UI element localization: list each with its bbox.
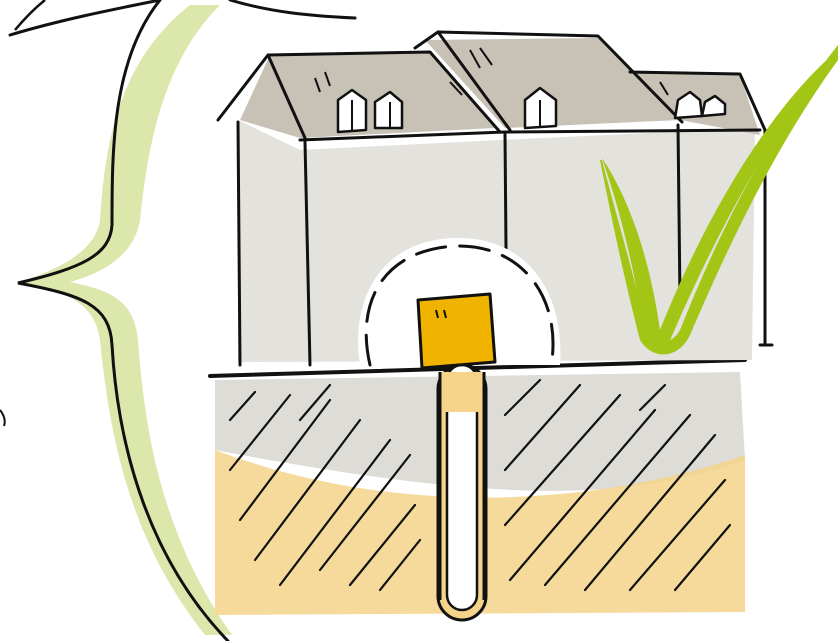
illustration-canvas xyxy=(0,0,838,641)
geothermal-illustration xyxy=(0,0,838,641)
